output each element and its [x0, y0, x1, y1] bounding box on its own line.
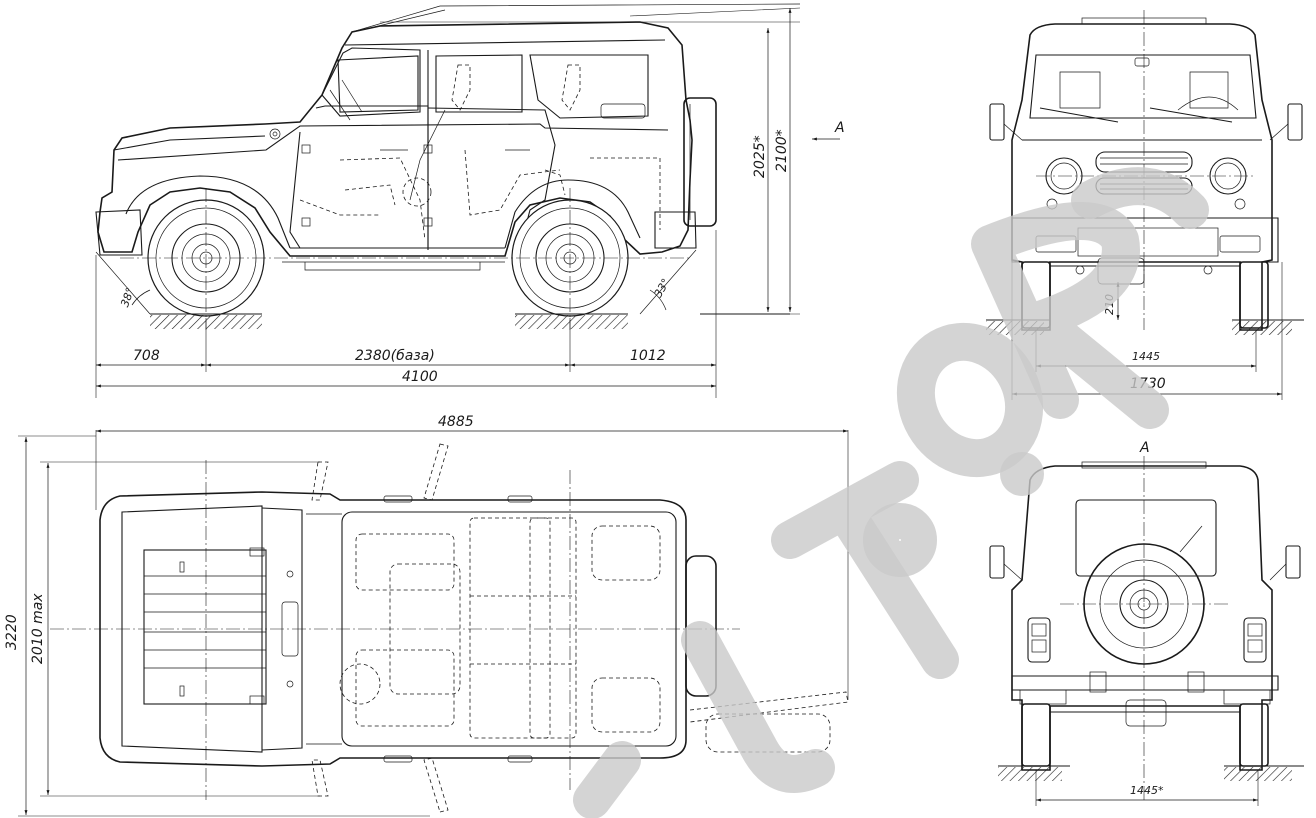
- rear-wheel-right: [1239, 703, 1269, 767]
- rear-lamp-left: [1027, 617, 1051, 663]
- rear-wheel-left: [1021, 703, 1051, 767]
- watermark-logo: [573, 167, 1209, 818]
- side-view: 38° 33° 2025* 2100* А 708 2380(база) 101…: [95, 3, 845, 398]
- angle-departure-label: 33°: [652, 276, 673, 299]
- side-window-front: [337, 55, 419, 113]
- side-front-arch: [125, 175, 291, 249]
- rear-view-marker: А: [1139, 440, 1150, 456]
- top-seats-dashed: [339, 517, 661, 739]
- dim-length-doors-open: 4885: [438, 414, 474, 430]
- dim-wheelbase: 2380(база): [355, 348, 435, 364]
- rear-window: [1075, 499, 1217, 577]
- rear-bumper: [1011, 675, 1279, 691]
- dim-width-mirrors: 2010 max: [30, 593, 46, 664]
- height-loaded-label: 2025*: [752, 135, 768, 178]
- rear-view: А: [989, 440, 1304, 806]
- dim-length: 4100: [402, 369, 438, 385]
- height-max-label: 2100*: [774, 129, 790, 172]
- front-mirror-left: [989, 103, 1005, 141]
- front-windshield: [1029, 54, 1257, 119]
- side-window-middle: [435, 54, 523, 113]
- side-door-front: [289, 105, 429, 249]
- side-spare-wheel: [683, 97, 717, 227]
- dim-front-track: 1445: [1132, 350, 1160, 363]
- side-rear-bumper: [654, 211, 697, 249]
- rear-mirror-left: [989, 545, 1005, 579]
- angle-approach-label: 38°: [118, 286, 137, 309]
- rear-lamp-right: [1243, 617, 1267, 663]
- side-window-rear: [529, 54, 649, 119]
- dim-width-doors-open: 3220: [4, 614, 20, 650]
- view-a-marker: А: [834, 120, 845, 136]
- front-wheel-right: [1239, 261, 1269, 329]
- dim-front-overhang: 708: [133, 348, 160, 364]
- rear-mirror-right: [1285, 545, 1301, 579]
- top-body-outline: [99, 491, 687, 767]
- side-interior-dashed: [299, 64, 661, 241]
- side-windshield: [321, 47, 421, 117]
- front-mirror-right: [1287, 103, 1303, 141]
- top-hood: [121, 505, 263, 753]
- top-view: 4885 3220 2010 max: [4, 414, 849, 817]
- side-beltline: [117, 123, 669, 161]
- top-spare-wheel: [685, 555, 717, 697]
- side-front-bumper: [95, 209, 143, 256]
- side-door-rear: [427, 107, 556, 249]
- dim-rear-overhang: 1012: [630, 348, 666, 364]
- dim-rear-track: 1445*: [1130, 784, 1164, 797]
- side-rear-arch: [504, 179, 641, 249]
- side-hood: [113, 135, 266, 151]
- side-body-outline: [97, 21, 693, 257]
- side-roof: [344, 39, 666, 46]
